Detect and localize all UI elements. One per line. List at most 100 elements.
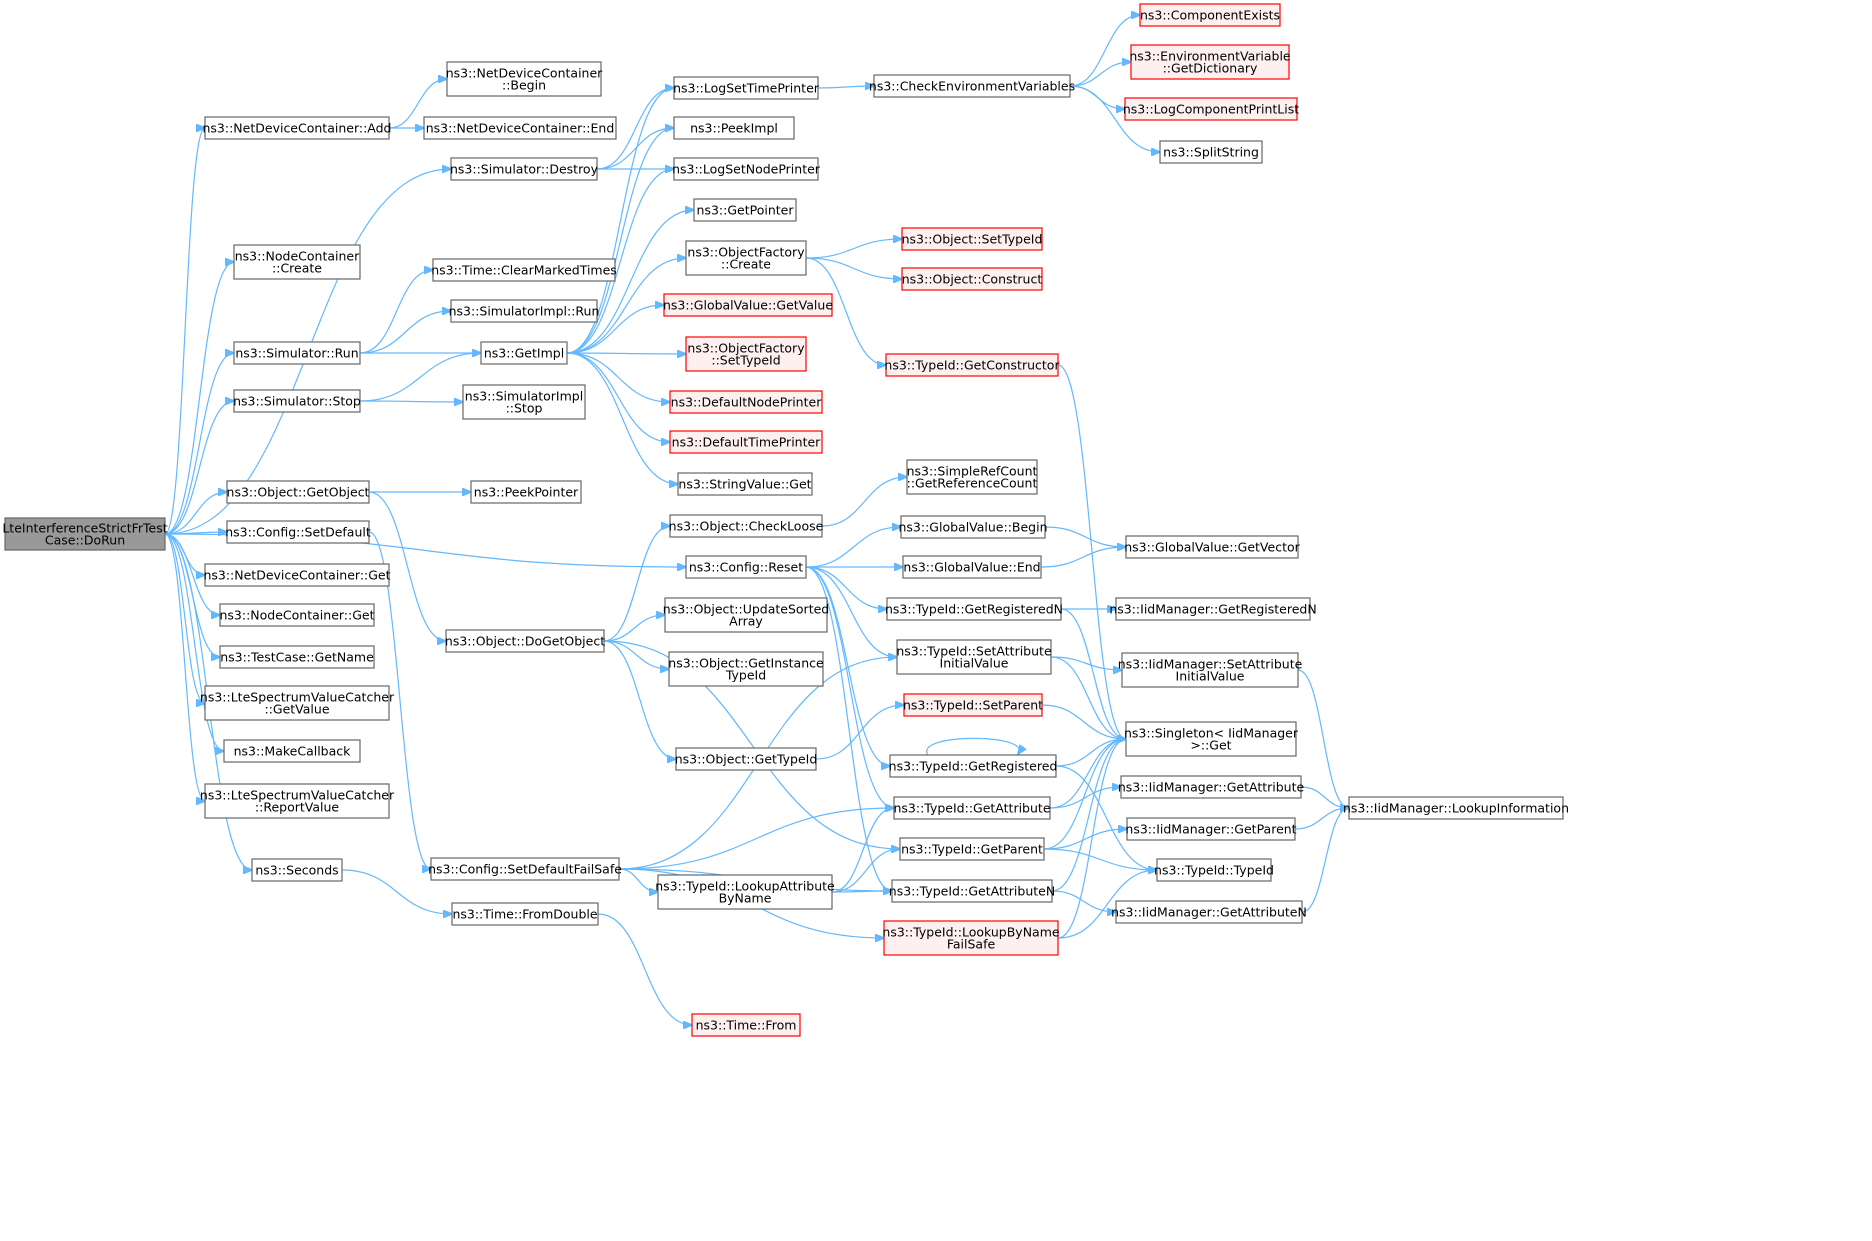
node-box [1121,652,1299,688]
node-ndc-end[interactable]: ns3::NetDeviceContainer::End [423,116,617,140]
node-check-env[interactable]: ns3::CheckEnvironmentVariables [869,74,1075,98]
node-iid-getregn[interactable]: ns3::IidManager::GetRegisteredN [1109,597,1317,621]
node-sim-destroy[interactable]: ns3::Simulator::Destroy [450,157,599,181]
edge-obj-dogetobject-to-obj-gettypeid [603,640,676,759]
node-label: ns3::SimulatorImpl [465,389,583,404]
node-label: ns3::Time::From [696,1018,797,1033]
node-peek-pointer[interactable]: ns3::PeekPointer [470,480,582,504]
node-box [450,157,598,181]
node-ndc-add[interactable]: ns3::NetDeviceContainer::Add [203,116,392,140]
node-get-impl[interactable]: ns3::GetImpl [480,341,568,365]
node-nc-create[interactable]: ns3::NodeContainer::Create [233,244,361,280]
node-nc-get[interactable]: ns3::NodeContainer::Get [219,603,375,627]
node-label: ::GetValue [264,702,329,717]
node-singleton-get[interactable]: ns3::Singleton< IidManager >::Get [1124,721,1299,757]
node-box [873,74,1071,98]
node-label: ns3::Simulator::Destroy [450,162,599,177]
edge-tid-getregn-to-singleton-get [1060,608,1126,739]
node-iid-getparent[interactable]: ns3::IidManager::GetParent [1125,817,1297,841]
node-label: ns3::PeekPointer [474,485,579,500]
node-sim-run[interactable]: ns3::Simulator::Run [233,341,361,365]
node-iid-lookupinfo[interactable]: ns3::IidManager::LookupInformation [1343,796,1569,820]
node-time-fromdouble[interactable]: ns3::Time::FromDouble [451,902,599,926]
node-tid-setparent[interactable]: ns3::TypeId::SetParent [903,693,1043,717]
node-log-node[interactable]: ns3::LogSetNodePrinter [672,157,821,181]
node-box [204,563,390,587]
node-simimpl-stop[interactable]: ns3::SimulatorImpl::Stop [462,384,586,420]
node-env-dict[interactable]: ns3::EnvironmentVariable::GetDictionary [1129,44,1291,80]
node-tid-getattr[interactable]: ns3::TypeId::GetAttribute [893,796,1051,820]
node-get-pointer[interactable]: ns3::GetPointer [693,198,797,222]
node-box [204,783,390,819]
node-gv-getvalue[interactable]: ns3::GlobalValue::GetValue [663,293,833,317]
node-box [885,353,1059,377]
node-src-getrefcount[interactable]: ns3::SimpleRefCount::GetReferenceCount [906,459,1038,495]
node-iid-setattr[interactable]: ns3::IidManager::SetAttributeInitialValu… [1118,652,1303,688]
node-label: ns3::Object::UpdateSorted [663,602,829,617]
node-tid-typeid[interactable]: ns3::TypeId::TypeId [1154,858,1274,882]
node-comp-exists[interactable]: ns3::ComponentExists [1139,3,1281,27]
edge-log-time-to-check-env [817,86,874,88]
node-make-callback[interactable]: ns3::MakeCallback [223,739,361,763]
node-label: ns3::Object::SetTypeId [902,232,1043,247]
node-peek-impl[interactable]: ns3::PeekImpl [673,116,795,140]
node-tid-getreg[interactable]: ns3::TypeId::GetRegistered [889,754,1058,778]
edge-tid-getreg-to-singleton-get [1055,739,1126,767]
node-def-time-printer[interactable]: ns3::DefaultTimePrinter [669,430,823,454]
node-lsvc-report[interactable]: ns3::LteSpectrumValueCatcher::ReportValu… [200,783,395,819]
node-time-clear[interactable]: ns3::Time::ClearMarkedTimes [431,258,617,282]
node-box [663,293,833,317]
node-obj-getobject[interactable]: ns3::Object::GetObject [226,480,370,504]
node-simimpl-run[interactable]: ns3::SimulatorImpl::Run [449,299,600,323]
node-label: ::ReportValue [255,800,339,815]
edge-ndc-add-to-ndc-begin [388,79,447,129]
edge-cfg-reset-to-tid-getattr [805,566,894,808]
node-sv-get[interactable]: ns3::StringValue::Get [677,472,813,496]
node-log-time[interactable]: ns3::LogSetTimePrinter [673,76,820,100]
node-cfg-reset[interactable]: ns3::Config::Reset [685,555,807,579]
node-cfg-setdefaultfs[interactable]: ns3::Config::SetDefaultFailSafe [428,857,622,881]
node-tc-getname[interactable]: ns3::TestCase::GetName [219,645,375,669]
node-tid-getattrn[interactable]: ns3::TypeId::GetAttributeN [889,879,1055,903]
node-tid-getctor[interactable]: ns3::TypeId::GetConstructor [884,353,1060,377]
node-label: ns3::Simulator::Stop [233,394,361,409]
node-sim-stop[interactable]: ns3::Simulator::Stop [233,389,361,413]
node-gv-getvector[interactable]: ns3::GlobalValue::GetVector [1124,535,1301,559]
edge-get-impl-to-of-create [566,258,686,354]
node-ndc-begin[interactable]: ns3::NetDeviceContainer::Begin [446,61,603,97]
node-tid-getregn[interactable]: ns3::TypeId::GetRegisteredN [885,597,1063,621]
node-box [1120,775,1302,799]
node-label: ns3::Time::FromDouble [452,907,597,922]
node-of-create[interactable]: ns3::ObjectFactory::Create [685,240,807,276]
node-label: ns3::Config::SetDefaultFailSafe [428,862,622,877]
node-time-from[interactable]: ns3::Time::From [691,1013,801,1037]
node-lsvc-getvalue[interactable]: ns3::LteSpectrumValueCatcher::GetValue [200,685,395,721]
edge-tid-lookupattr-to-tid-getparent [831,849,900,893]
node-gv-end[interactable]: ns3::GlobalValue::End [902,555,1042,579]
node-tid-getparent[interactable]: ns3::TypeId::GetParent [899,837,1045,861]
edge-get-impl-to-log-time [566,88,674,354]
edge-tid-lookupattr-to-tid-getattrn [831,891,892,892]
node-split-string[interactable]: ns3::SplitString [1159,140,1263,164]
node-of-settypeid[interactable]: ns3::ObjectFactory::SetTypeId [685,336,807,372]
node-obj-dogetobject[interactable]: ns3::Object::DoGetObject [445,629,605,653]
node-iid-getattr[interactable]: ns3::IidManager::GetAttribute [1118,775,1305,799]
node-box [451,902,599,926]
node-obj-gettypeid[interactable]: ns3::Object::GetTypeId [675,747,818,771]
node-seconds[interactable]: ns3::Seconds [251,858,343,882]
node-obj-settypeid[interactable]: ns3::Object::SetTypeId [901,227,1043,251]
node-obj-construct[interactable]: ns3::Object::Construct [901,267,1043,291]
node-log-print-list[interactable]: ns3::LogComponentPrintList [1123,97,1299,121]
node-iid-getattrn[interactable]: ns3::IidManager::GetAttributeN [1111,900,1307,924]
node-obj-checkloose[interactable]: ns3::Object::CheckLoose [669,514,824,538]
node-gv-begin[interactable]: ns3::GlobalValue::Begin [898,515,1048,539]
node-ndc-get[interactable]: ns3::NetDeviceContainer::Get [203,563,391,587]
node-def-node-printer[interactable]: ns3::DefaultNodePrinter [669,390,823,414]
node-cfg-setdefault[interactable]: ns3::Config::SetDefault [225,520,371,544]
